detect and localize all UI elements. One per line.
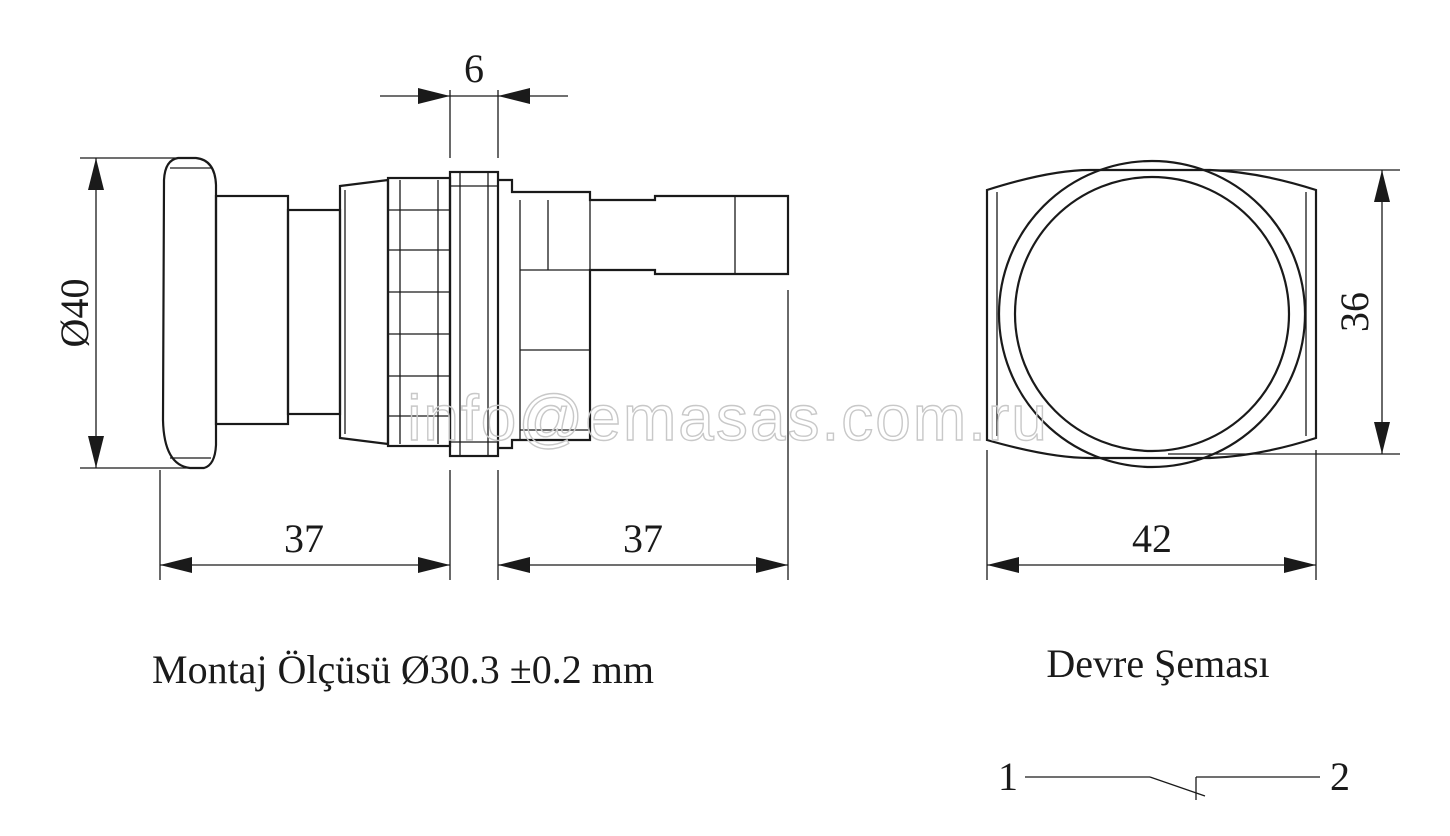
terminal-2-label: 2	[1330, 754, 1350, 799]
circuit-diagram	[1025, 776, 1320, 800]
front-button-face	[1013, 175, 1291, 453]
rear-housing	[498, 178, 790, 450]
head-neck	[214, 194, 290, 426]
circuit-caption: Devre Şeması	[1046, 641, 1269, 686]
front-view	[985, 159, 1400, 580]
mounting-caption: Montaj Ölçüsü Ø30.3 ±0.2 mm	[152, 647, 654, 692]
dim-front-length: 37	[284, 516, 324, 561]
stem	[286, 208, 342, 416]
dim-diameter: Ø40	[52, 279, 97, 348]
panel-ring	[448, 170, 500, 458]
watermark: info@emasas.com.ru	[407, 382, 1049, 454]
dim-height: 36	[1332, 292, 1377, 332]
nut-ribs	[388, 180, 450, 444]
mushroom-head	[161, 156, 218, 470]
front-outer-ring	[997, 159, 1307, 469]
terminal-1-label: 1	[998, 754, 1018, 799]
side-view	[80, 88, 790, 580]
dim-ring-thickness: 6	[464, 46, 484, 91]
circuit-contact	[1149, 776, 1206, 797]
front-bezel	[985, 168, 1318, 460]
dim-width: 42	[1132, 516, 1172, 561]
dim-rear-length: 37	[623, 516, 663, 561]
body-flange	[338, 178, 390, 446]
